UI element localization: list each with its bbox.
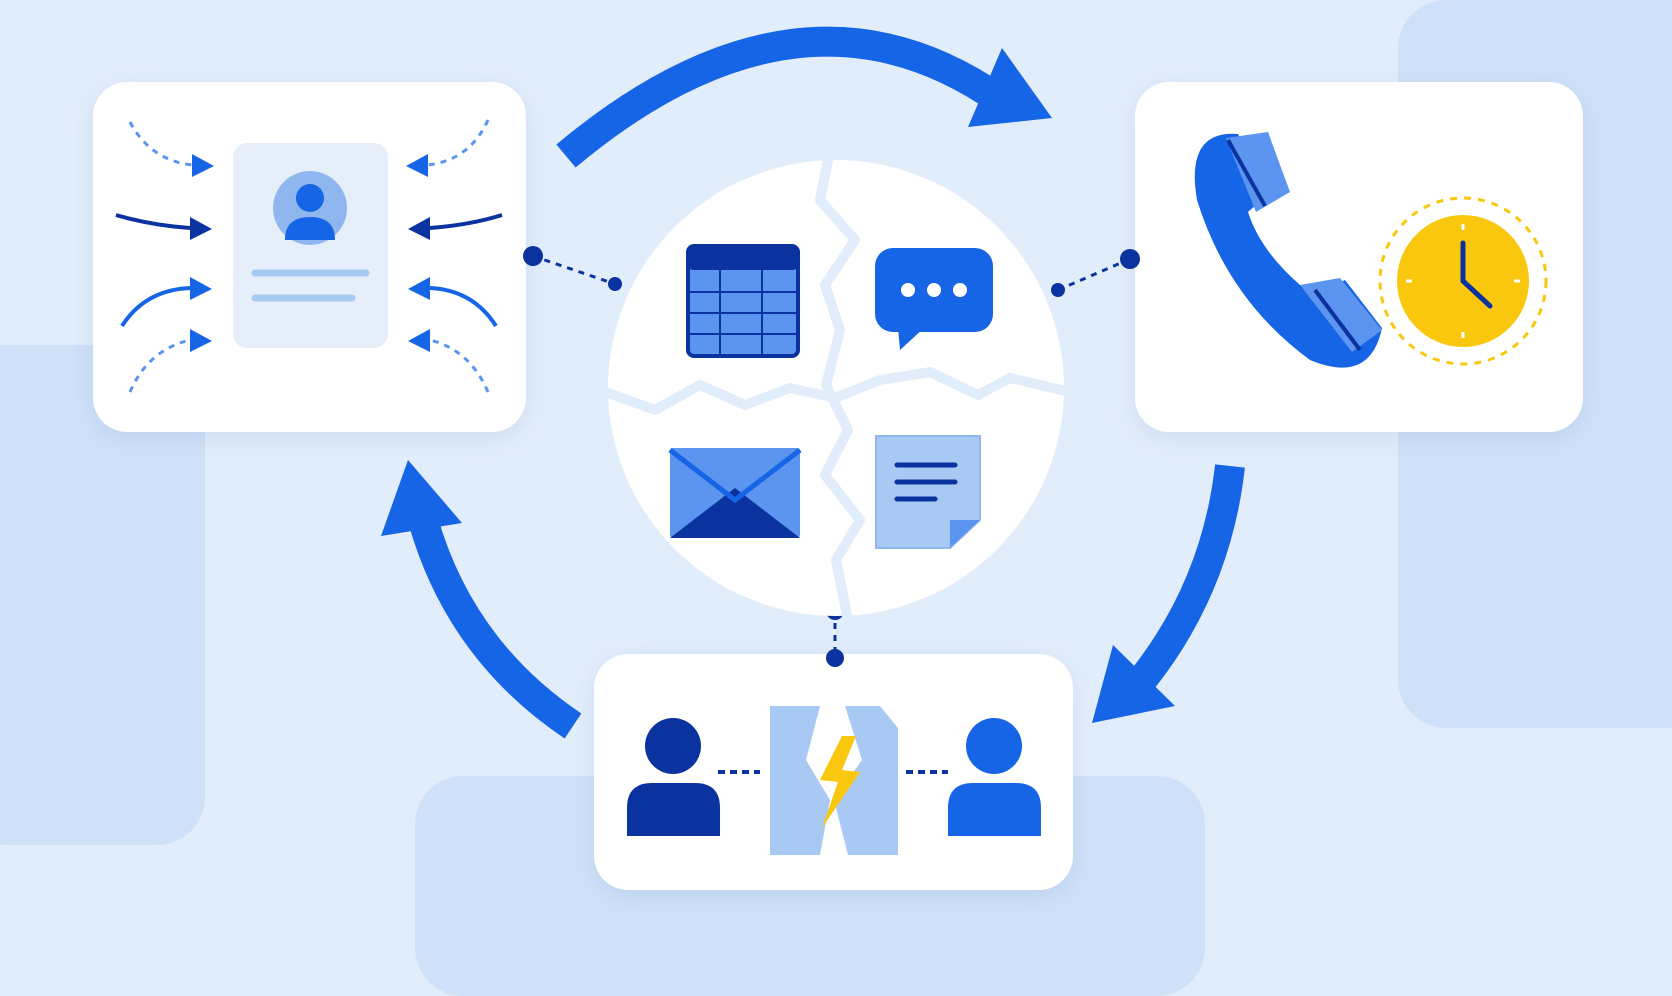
note-icon bbox=[875, 435, 981, 549]
user-profile-icon bbox=[273, 171, 347, 245]
incoming-arrows-right bbox=[406, 119, 503, 393]
handoff-node bbox=[627, 706, 1041, 855]
cycle-arrow-right bbox=[1092, 464, 1245, 723]
lightning-icon bbox=[820, 736, 860, 828]
phone-call-node bbox=[1194, 132, 1548, 368]
spreadsheet-icon bbox=[686, 244, 800, 358]
cycle-arrow-left bbox=[381, 460, 582, 739]
cycle-arrow-top bbox=[556, 26, 1052, 168]
customer-profile-node bbox=[115, 119, 503, 393]
person-right-icon bbox=[948, 718, 1041, 836]
incoming-arrows-left bbox=[115, 121, 214, 393]
clock-icon bbox=[1378, 196, 1548, 366]
email-icon bbox=[668, 448, 802, 538]
chat-bubble-icon bbox=[875, 248, 993, 350]
phone-icon bbox=[1194, 132, 1382, 368]
connector-phone-to-hub bbox=[1051, 249, 1140, 297]
workflow-diagram bbox=[115, 26, 1548, 855]
person-left-icon bbox=[627, 718, 720, 836]
broken-document-icon bbox=[770, 706, 898, 855]
connector-profile-to-hub bbox=[523, 246, 622, 291]
fragmented-data-hub bbox=[598, 149, 1072, 621]
